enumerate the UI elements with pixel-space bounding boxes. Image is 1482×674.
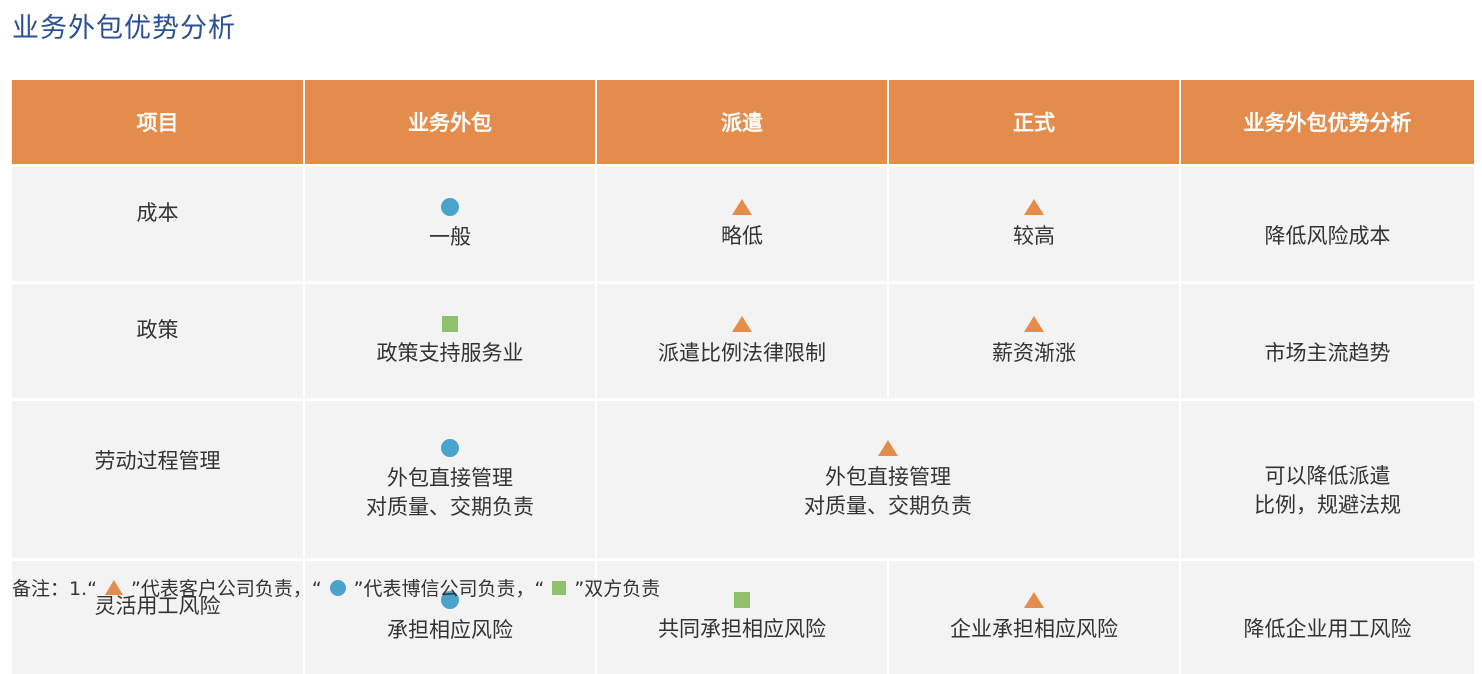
- cell-text: 可以降低派遣: [1265, 462, 1391, 491]
- circle-icon: [440, 197, 460, 217]
- triangle-icon: [731, 198, 753, 216]
- cell-text: 市场主流趋势: [1265, 339, 1391, 368]
- triangle-icon: [877, 439, 899, 457]
- cell-outsourcing: 外包直接管理 对质量、交期负责: [304, 400, 596, 560]
- cell-dispatch-formal: 外包直接管理 对质量、交期负责: [596, 400, 1180, 560]
- header-dispatch: 派遣: [596, 80, 888, 166]
- cell-text: 薪资渐涨: [992, 339, 1076, 368]
- cell-outsourcing: 政策支持服务业: [304, 283, 596, 400]
- footnote-text: 备注：1.“: [12, 574, 97, 601]
- triangle-icon: [104, 579, 124, 596]
- cell-text: 外包直接管理: [825, 463, 951, 492]
- row-label: 劳动过程管理: [12, 400, 304, 560]
- header-row: 项目 业务外包 派遣 正式 业务外包优势分析: [12, 80, 1474, 166]
- cell-text: 对质量、交期负责: [366, 493, 534, 522]
- cell-text: 略低: [721, 222, 763, 251]
- cell-text: 对质量、交期负责: [804, 492, 972, 521]
- square-icon: [733, 591, 751, 609]
- cell-dispatch: 略低: [596, 166, 888, 283]
- table-row: 劳动过程管理 外包直接管理 对质量、交期负责 外包直接管理 对质量、交期负责 可…: [12, 400, 1474, 560]
- cell-advantage: 降低风险成本: [1180, 166, 1474, 283]
- cell-text: 一般: [429, 223, 471, 252]
- table-row: 成本 一般 略低 较高 降低风险成本: [12, 166, 1474, 283]
- footnote-text: ”代表客户公司负责，“: [131, 574, 322, 601]
- cell-text: 承担相应风险: [387, 616, 513, 645]
- cell-text: 较高: [1013, 222, 1055, 251]
- header-item: 项目: [12, 80, 304, 166]
- row-label: 政策: [12, 283, 304, 400]
- footnote: 备注：1.“ ”代表客户公司负责，“ ”代表博信公司负责，“ ”双方负责: [12, 574, 660, 601]
- row-label: 成本: [12, 166, 304, 283]
- cell-advantage: 市场主流趋势: [1180, 283, 1474, 400]
- cell-advantage: 降低企业用工风险: [1180, 560, 1474, 674]
- triangle-icon: [1023, 198, 1045, 216]
- cell-text: 外包直接管理: [387, 464, 513, 493]
- cell-outsourcing: 一般: [304, 166, 596, 283]
- triangle-icon: [1023, 315, 1045, 333]
- circle-icon: [329, 579, 347, 597]
- header-outsourcing: 业务外包: [304, 80, 596, 166]
- triangle-icon: [1023, 591, 1045, 609]
- footnote-text: ”双方负责: [574, 574, 660, 601]
- cell-formal: 较高: [888, 166, 1180, 283]
- square-icon: [441, 315, 459, 333]
- cell-text: 派遣比例法律限制: [658, 339, 826, 368]
- cell-advantage: 可以降低派遣 比例，规避法规: [1180, 400, 1474, 560]
- cell-formal: 企业承担相应风险: [888, 560, 1180, 674]
- cell-text: 比例，规避法规: [1254, 491, 1401, 520]
- page-title: 业务外包优势分析: [12, 6, 236, 45]
- cell-formal: 薪资渐涨: [888, 283, 1180, 400]
- square-icon: [551, 580, 567, 596]
- footnote-text: ”代表博信公司负责，“: [354, 574, 545, 601]
- header-advantage: 业务外包优势分析: [1180, 80, 1474, 166]
- header-formal: 正式: [888, 80, 1180, 166]
- table-row: 政策 政策支持服务业 派遣比例法律限制 薪资渐涨 市场主流趋势: [12, 283, 1474, 400]
- cell-text: 降低风险成本: [1265, 222, 1391, 251]
- circle-icon: [440, 438, 460, 458]
- cell-text: 政策支持服务业: [377, 339, 524, 368]
- triangle-icon: [731, 315, 753, 333]
- cell-dispatch: 派遣比例法律限制: [596, 283, 888, 400]
